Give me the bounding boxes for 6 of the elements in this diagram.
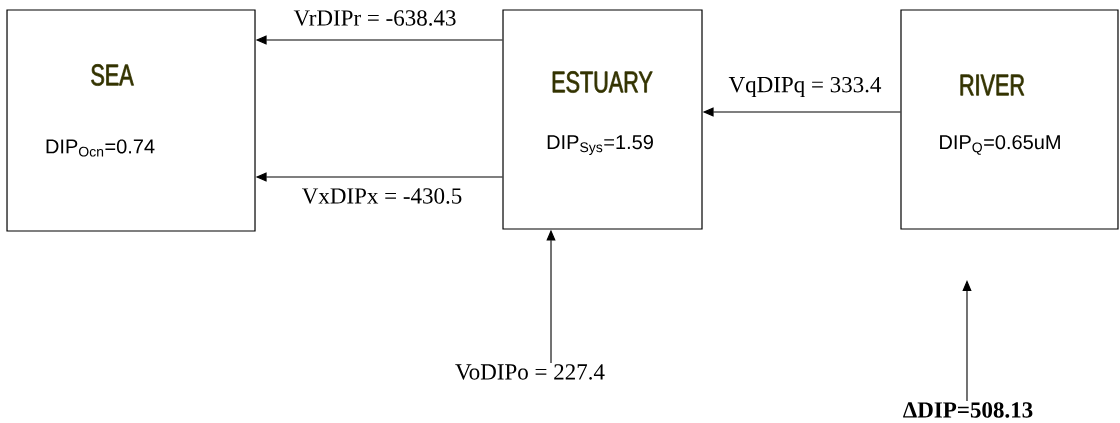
flux-label: VoDIPo = 227.4: [455, 364, 605, 380]
flux-label: ΔDIP=508.13: [903, 402, 1033, 418]
arrow: [962, 280, 972, 402]
edge-label: VxDIPx = -430.5: [300, 187, 464, 205]
edge-label: VqDIPq = 333.4: [727, 75, 883, 99]
edge-label: VrDIPr = -638.43: [292, 9, 458, 27]
